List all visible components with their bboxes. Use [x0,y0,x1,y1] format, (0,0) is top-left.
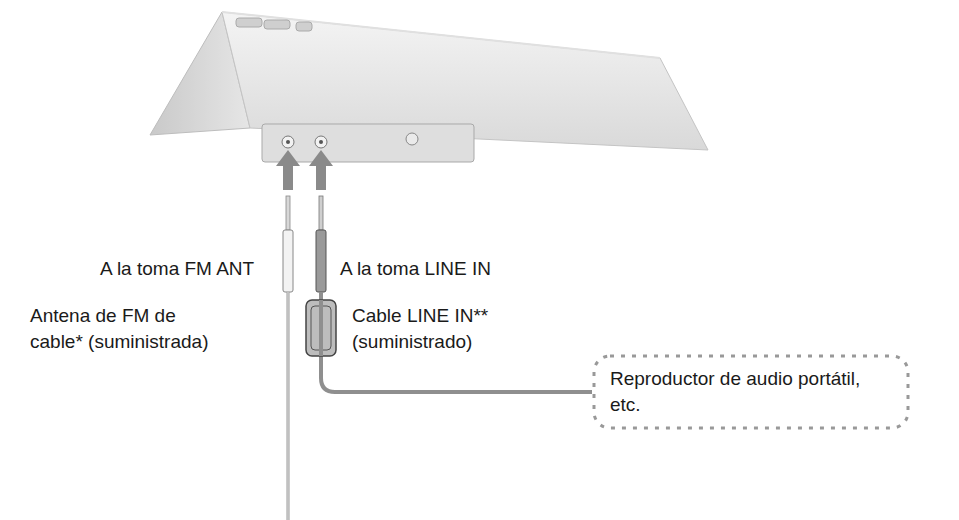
part-label: Antena de FM de cable* (suministrada) [30,303,230,355]
device-text: Reproductor de audio portátil, etc. [610,366,890,418]
jack-label: A la toma FM ANT [100,256,254,282]
device-box: Reproductor de audio portátil, etc. [592,354,910,430]
part-label: Cable LINE IN** (suministrado) [352,303,512,355]
jack-label: A la toma LINE IN [340,256,491,282]
dashed-outline [592,354,910,430]
